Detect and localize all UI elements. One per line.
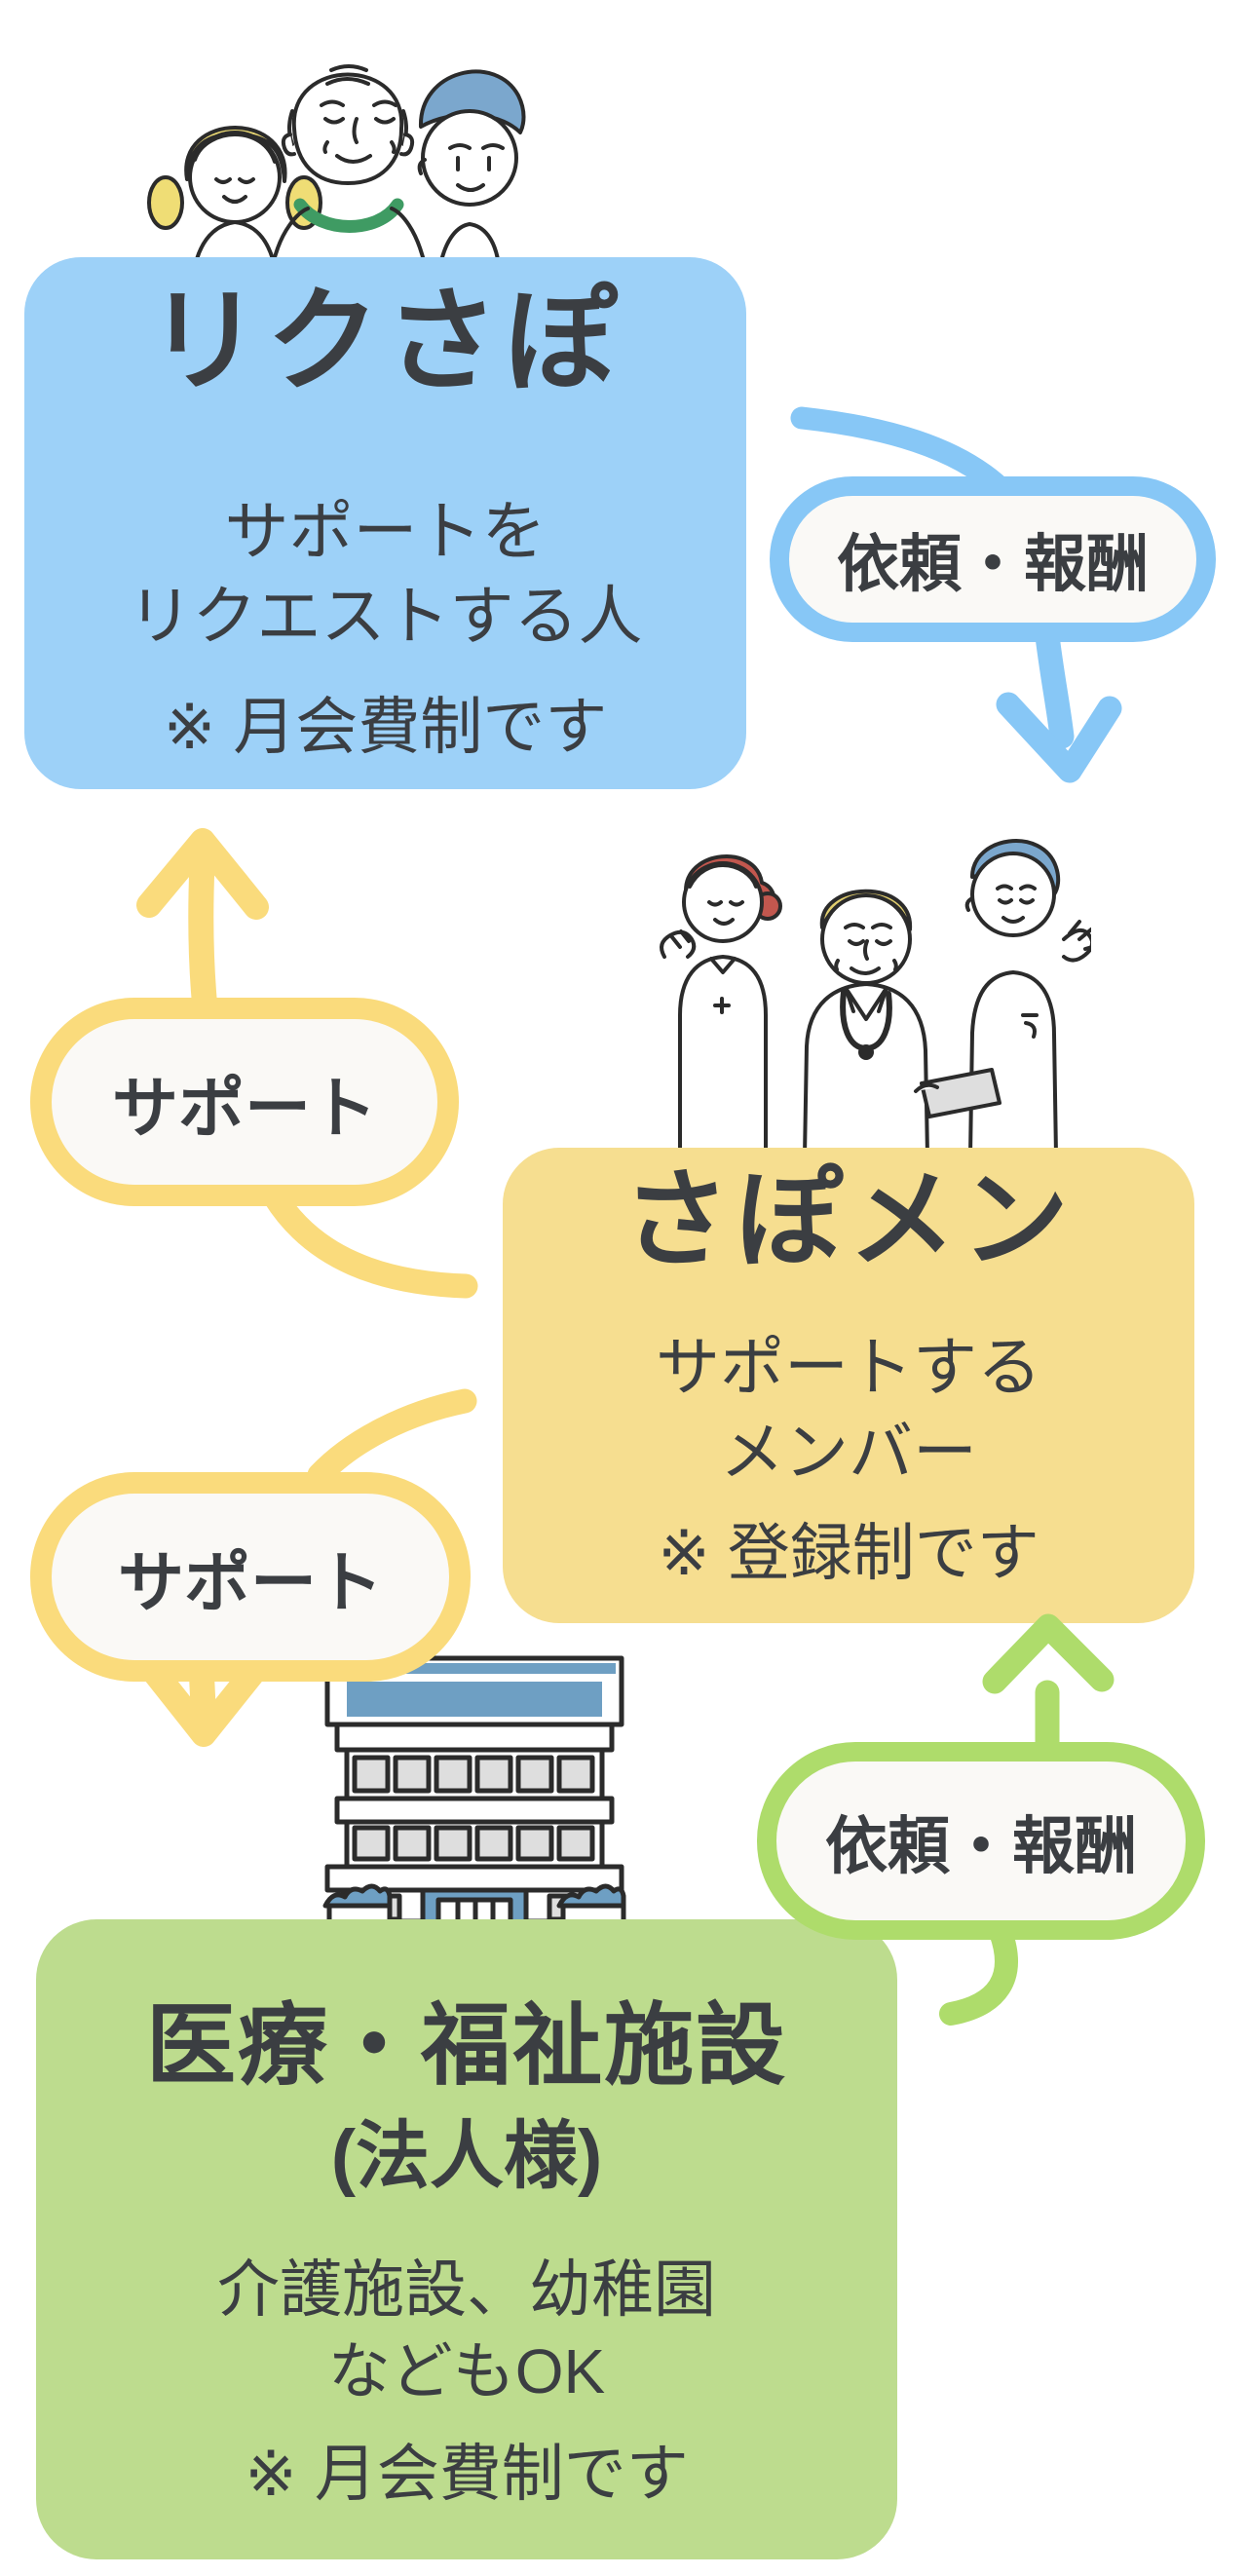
facility-desc-line1: 介護施設、幼稚園: [217, 2254, 716, 2325]
riku-sapo-desc-line2: リクエストする人: [128, 580, 643, 653]
facility-desc-line2: などもOK: [327, 2336, 606, 2407]
bubble-support-lower: サポート: [30, 1472, 471, 1682]
green-bubble-tail: [939, 1920, 1018, 2026]
hospital-building-illustration: [322, 1655, 626, 1926]
sapo-men-description: サポートする メンバー: [656, 1325, 1041, 1495]
sapo-men-title: さぽメン: [623, 1160, 1075, 1280]
riku-sapo-title: リクさぽ: [147, 278, 624, 404]
riku-sapo-note: ※ 月会費制です: [163, 692, 608, 763]
yellow-down-arrow-head: [139, 1656, 267, 1747]
support-lower-bubble-tail: [307, 1388, 477, 1488]
sapo-men-desc-line2: メンバー: [720, 1416, 977, 1489]
young-man-figure: [417, 69, 526, 267]
sapo-men-note: ※ 登録制です: [658, 1518, 1039, 1589]
medical-staff-illustration: [660, 839, 1091, 1155]
facility-title: 医療・福祉施設: [145, 1996, 787, 2096]
blue-arrow-head: [996, 692, 1122, 783]
facility-subtitle: (法人様): [330, 2115, 603, 2198]
doctor-figure: [803, 889, 1001, 1155]
yellow-up-arrow-line: [188, 841, 217, 1016]
facility-note: ※ 月会費制です: [245, 2438, 689, 2509]
male-staff-figure: [964, 839, 1091, 1155]
node-facility: 医療・福祉施設 (法人様) 介護施設、幼稚園 などもOK ※ 月会費制です: [36, 1919, 897, 2559]
bubble-support-upper: サポート: [30, 998, 459, 1206]
bubble-request-reward-top: 依頼・報酬: [770, 476, 1216, 642]
yellow-up-arrow-head: [136, 828, 269, 920]
sapo-men-desc-line1: サポートする: [656, 1331, 1041, 1403]
elderly-family-illustration: [147, 64, 526, 267]
support-upper-bubble-tail: [262, 1184, 478, 1299]
grandfather-figure: [271, 64, 427, 267]
riku-sapo-desc-line1: サポートを: [224, 495, 547, 567]
green-up-arrow-head: [982, 1613, 1115, 1694]
bubble-request-reward-bottom: 依頼・報酬: [757, 1742, 1205, 1940]
riku-sapo-description: サポートを リクエストする人: [129, 489, 643, 659]
node-riku-sapo: リクさぽ サポートを リクエストする人 ※ 月会費制です: [24, 257, 746, 789]
facility-description: 介護施設、幼稚園 などもOK: [217, 2249, 716, 2413]
yellow-down-arrow-line: [189, 1663, 216, 1729]
nurse-woman-figure: [660, 854, 782, 1155]
blue-arrow-line: [1034, 616, 1075, 749]
node-sapo-men: さぽメン サポートする メンバー ※ 登録制です: [503, 1148, 1194, 1623]
